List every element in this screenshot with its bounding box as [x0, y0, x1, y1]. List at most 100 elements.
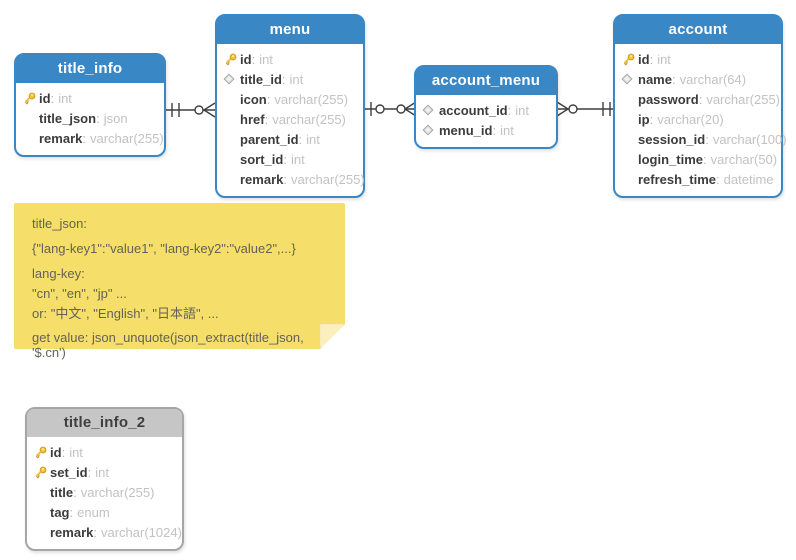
table-row[interactable]: id:int — [223, 49, 359, 69]
table-menu[interactable]: menu id:int title_id:int icon:varchar(25… — [215, 14, 365, 198]
field-name: ip — [638, 111, 650, 127]
field-separator: : — [264, 111, 269, 127]
table-account[interactable]: account id:int name:varchar(64) password… — [613, 14, 787, 198]
field-type: datetime — [723, 171, 774, 187]
table-row[interactable]: refresh_time:datetime — [621, 169, 777, 189]
table-row[interactable]: remark:varchar(255) — [22, 128, 164, 148]
field-name: session_id — [638, 131, 706, 147]
note-line: "cn", "en", "jp" ... — [32, 286, 127, 301]
key-icon — [33, 444, 50, 460]
table-title[interactable]: account — [615, 16, 781, 44]
table-title[interactable]: title_info_2 — [27, 409, 182, 437]
field-name: id — [50, 444, 62, 460]
table-title[interactable]: menu — [217, 16, 363, 44]
table-row[interactable]: remark:varchar(255) — [223, 169, 365, 189]
table-title[interactable]: title_info — [16, 55, 164, 83]
blank-icon — [223, 171, 240, 187]
field-separator: : — [283, 171, 287, 187]
blank-icon — [621, 111, 638, 127]
table-account_menu[interactable]: account_menu account_id:int menu_id:int — [414, 65, 558, 149]
field-type: varchar(1024) — [101, 524, 182, 540]
field-type: varchar(255) — [706, 91, 781, 107]
field-type: int — [500, 122, 514, 138]
blank-icon — [33, 524, 50, 540]
field-type: varchar(255) — [272, 111, 346, 127]
table-row[interactable]: name:varchar(64) — [621, 69, 777, 89]
field-separator: : — [69, 504, 74, 520]
field-name: refresh_time — [638, 171, 717, 187]
field-separator: : — [93, 524, 97, 540]
field-type: int — [290, 151, 305, 167]
table-title_info_2[interactable]: title_info_2 id:int set_id:int title:var… — [25, 407, 184, 551]
table-row[interactable]: href:varchar(255) — [223, 109, 359, 129]
table-row[interactable]: id:int — [33, 442, 178, 462]
field-type: int — [289, 71, 304, 87]
table-row[interactable]: id:int — [621, 49, 777, 69]
field-name: title_json — [39, 110, 97, 126]
table-row[interactable]: password:varchar(255) — [621, 89, 781, 109]
field-type: int — [657, 51, 671, 67]
blank-icon — [223, 131, 240, 147]
diamond-icon — [223, 71, 240, 87]
table-row[interactable]: ip:varchar(20) — [621, 109, 777, 129]
field-type: json — [103, 110, 128, 126]
field-type: enum — [77, 504, 110, 520]
note-line: get value: json_unquote(json_extract(tit… — [32, 330, 304, 360]
table-row[interactable]: remark:varchar(1024) — [33, 522, 182, 542]
field-separator: : — [82, 130, 86, 146]
table-row[interactable]: set_id:int — [33, 462, 178, 482]
table-row[interactable]: id:int — [22, 88, 160, 108]
field-name: parent_id — [240, 131, 299, 147]
blank-icon — [22, 110, 39, 126]
field-separator: : — [703, 151, 707, 167]
field-separator: : — [73, 484, 77, 500]
blank-icon — [621, 131, 638, 147]
table-row[interactable]: icon:varchar(255) — [223, 89, 359, 109]
table-row[interactable]: parent_id:int — [223, 129, 359, 149]
field-type: varchar(50) — [710, 151, 778, 167]
key-icon — [223, 51, 240, 67]
field-type: int — [515, 102, 529, 118]
relationship-menu-accountmenu[interactable] — [365, 101, 417, 117]
field-name: href — [240, 111, 265, 127]
table-row[interactable]: login_time:varchar(50) — [621, 149, 777, 169]
blank-icon — [621, 151, 638, 167]
diamond-icon — [422, 102, 439, 118]
table-row[interactable]: title_id:int — [223, 69, 359, 89]
relationship-accountmenu-account[interactable] — [556, 101, 613, 117]
note-line: {"lang-key1":"value1", "lang-key2":"valu… — [32, 241, 296, 256]
relationship-titleinfo-menu[interactable] — [166, 102, 216, 118]
table-row[interactable]: account_id:int — [422, 100, 552, 120]
field-separator: : — [61, 444, 66, 460]
field-name: set_id — [50, 464, 88, 480]
field-type: varchar(255) — [274, 91, 349, 107]
field-separator: : — [698, 91, 703, 107]
field-name: remark — [39, 130, 83, 146]
table-title[interactable]: account_menu — [416, 67, 556, 95]
key-icon — [22, 90, 39, 106]
field-name: remark — [50, 524, 94, 540]
field-type: varchar(20) — [657, 111, 724, 127]
field-type: varchar(255) — [291, 171, 365, 187]
field-separator: : — [251, 51, 256, 67]
field-separator: : — [507, 102, 512, 118]
field-name: id — [240, 51, 252, 67]
field-name: account_id — [439, 102, 508, 118]
table-row[interactable]: title_json:json — [22, 108, 160, 128]
field-separator: : — [649, 111, 654, 127]
field-name: title_id — [240, 71, 282, 87]
table-title_info[interactable]: title_info id:int title_json:json remark… — [14, 53, 166, 157]
field-type: varchar(255) — [80, 484, 155, 500]
field-separator: : — [96, 110, 100, 126]
field-separator: : — [705, 131, 709, 147]
table-row[interactable]: tag:enum — [33, 502, 178, 522]
table-row[interactable]: session_id:varchar(100) — [621, 129, 787, 149]
sticky-note[interactable]: title_json: {"lang-key1":"value1", "lang… — [14, 203, 345, 360]
field-name: password — [638, 91, 699, 107]
diamond-icon — [422, 122, 439, 138]
field-separator: : — [266, 91, 271, 107]
table-row[interactable]: menu_id:int — [422, 120, 552, 140]
table-row[interactable]: sort_id:int — [223, 149, 359, 169]
table-row[interactable]: title:varchar(255) — [33, 482, 178, 502]
